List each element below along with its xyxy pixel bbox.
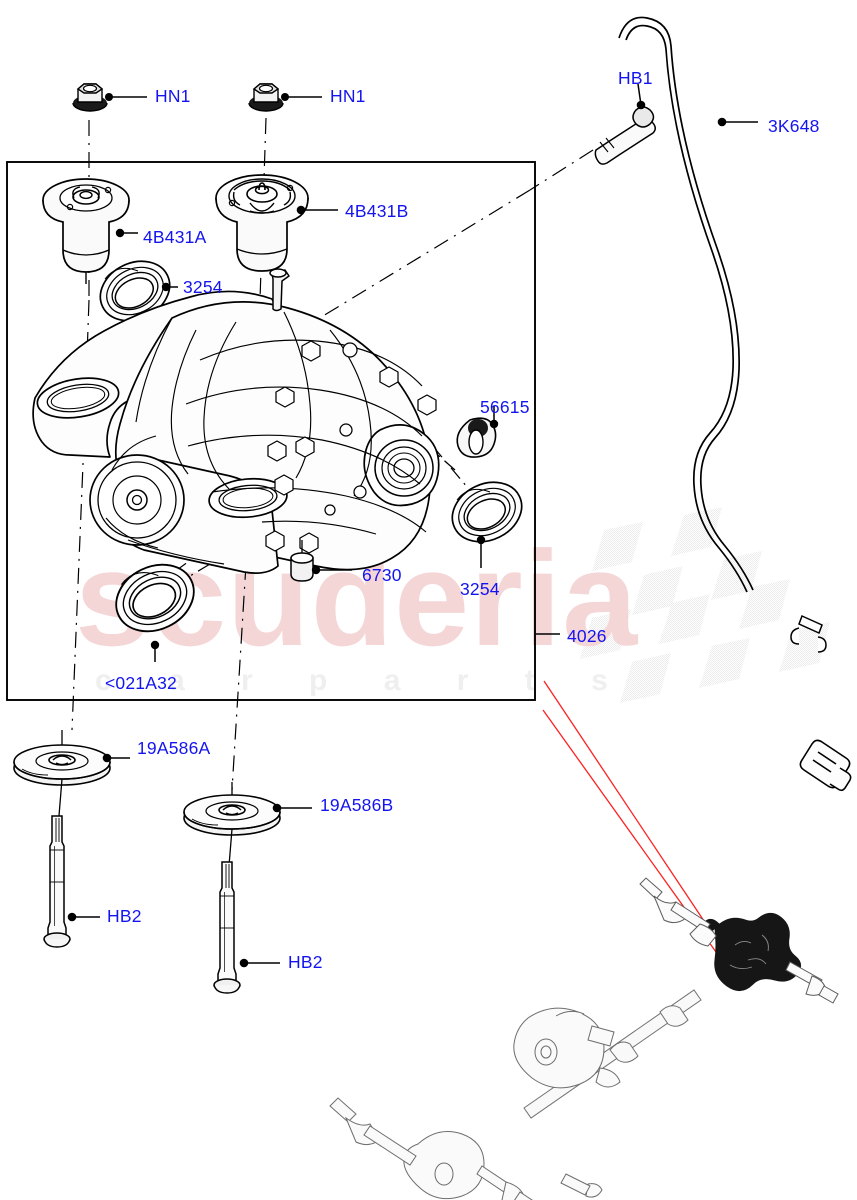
oil-seal-021a32 <box>104 551 206 662</box>
callout-021a32[interactable]: <021A32 <box>105 673 177 693</box>
callout-19a586b[interactable]: 19A586B <box>320 795 394 815</box>
mount-washer-19a586a <box>13 730 130 829</box>
callout-hn1-right[interactable]: HN1 <box>330 86 366 106</box>
bush-56615 <box>456 406 499 458</box>
callout-4b431b[interactable]: 4B431B <box>345 201 409 221</box>
drain-plug-6730 <box>290 540 352 582</box>
callout-hb2-left[interactable]: HB2 <box>107 906 142 926</box>
callout-4b431a[interactable]: 4B431A <box>143 227 207 247</box>
callout-4026[interactable]: 4026 <box>567 626 607 646</box>
callout-19a586a[interactable]: 19A586A <box>137 738 211 758</box>
differential-mount-4b431b <box>215 174 338 272</box>
driveline-context-view <box>329 877 839 1200</box>
rear-differential-highlight <box>701 912 801 991</box>
callout-hb2-right[interactable]: HB2 <box>288 952 323 972</box>
oil-seal-3254-right <box>441 470 533 568</box>
mount-bolt-hb2-right <box>213 861 280 994</box>
mount-washer-19a586b <box>183 782 312 879</box>
mount-bolt-hb2-left <box>43 815 100 948</box>
callout-6730[interactable]: 6730 <box>362 565 402 585</box>
callout-56615[interactable]: 56615 <box>480 397 530 417</box>
svg-text:c a r p a r t s: c a r p a r t s <box>95 664 632 697</box>
hex-nut-hn1-right <box>248 83 322 112</box>
callout-3k648[interactable]: 3K648 <box>768 116 820 136</box>
callout-3254-top[interactable]: 3254 <box>183 277 223 297</box>
detail-box <box>6 161 536 701</box>
callout-3254-right[interactable]: 3254 <box>460 579 500 599</box>
zoom-indicator-lines <box>542 680 719 953</box>
oil-seal-3254-top <box>89 249 181 333</box>
breather-tube-3k648 <box>618 16 852 792</box>
differential-housing-4026 <box>32 268 440 574</box>
callout-hb1[interactable]: HB1 <box>618 68 653 88</box>
flange-bolt-hb1 <box>594 83 656 165</box>
checkered-flag-watermark <box>580 507 830 703</box>
differential-mount-4b431a <box>42 178 138 284</box>
hex-nut-hn1-left <box>72 83 147 112</box>
callout-hn1-left[interactable]: HN1 <box>155 86 191 106</box>
